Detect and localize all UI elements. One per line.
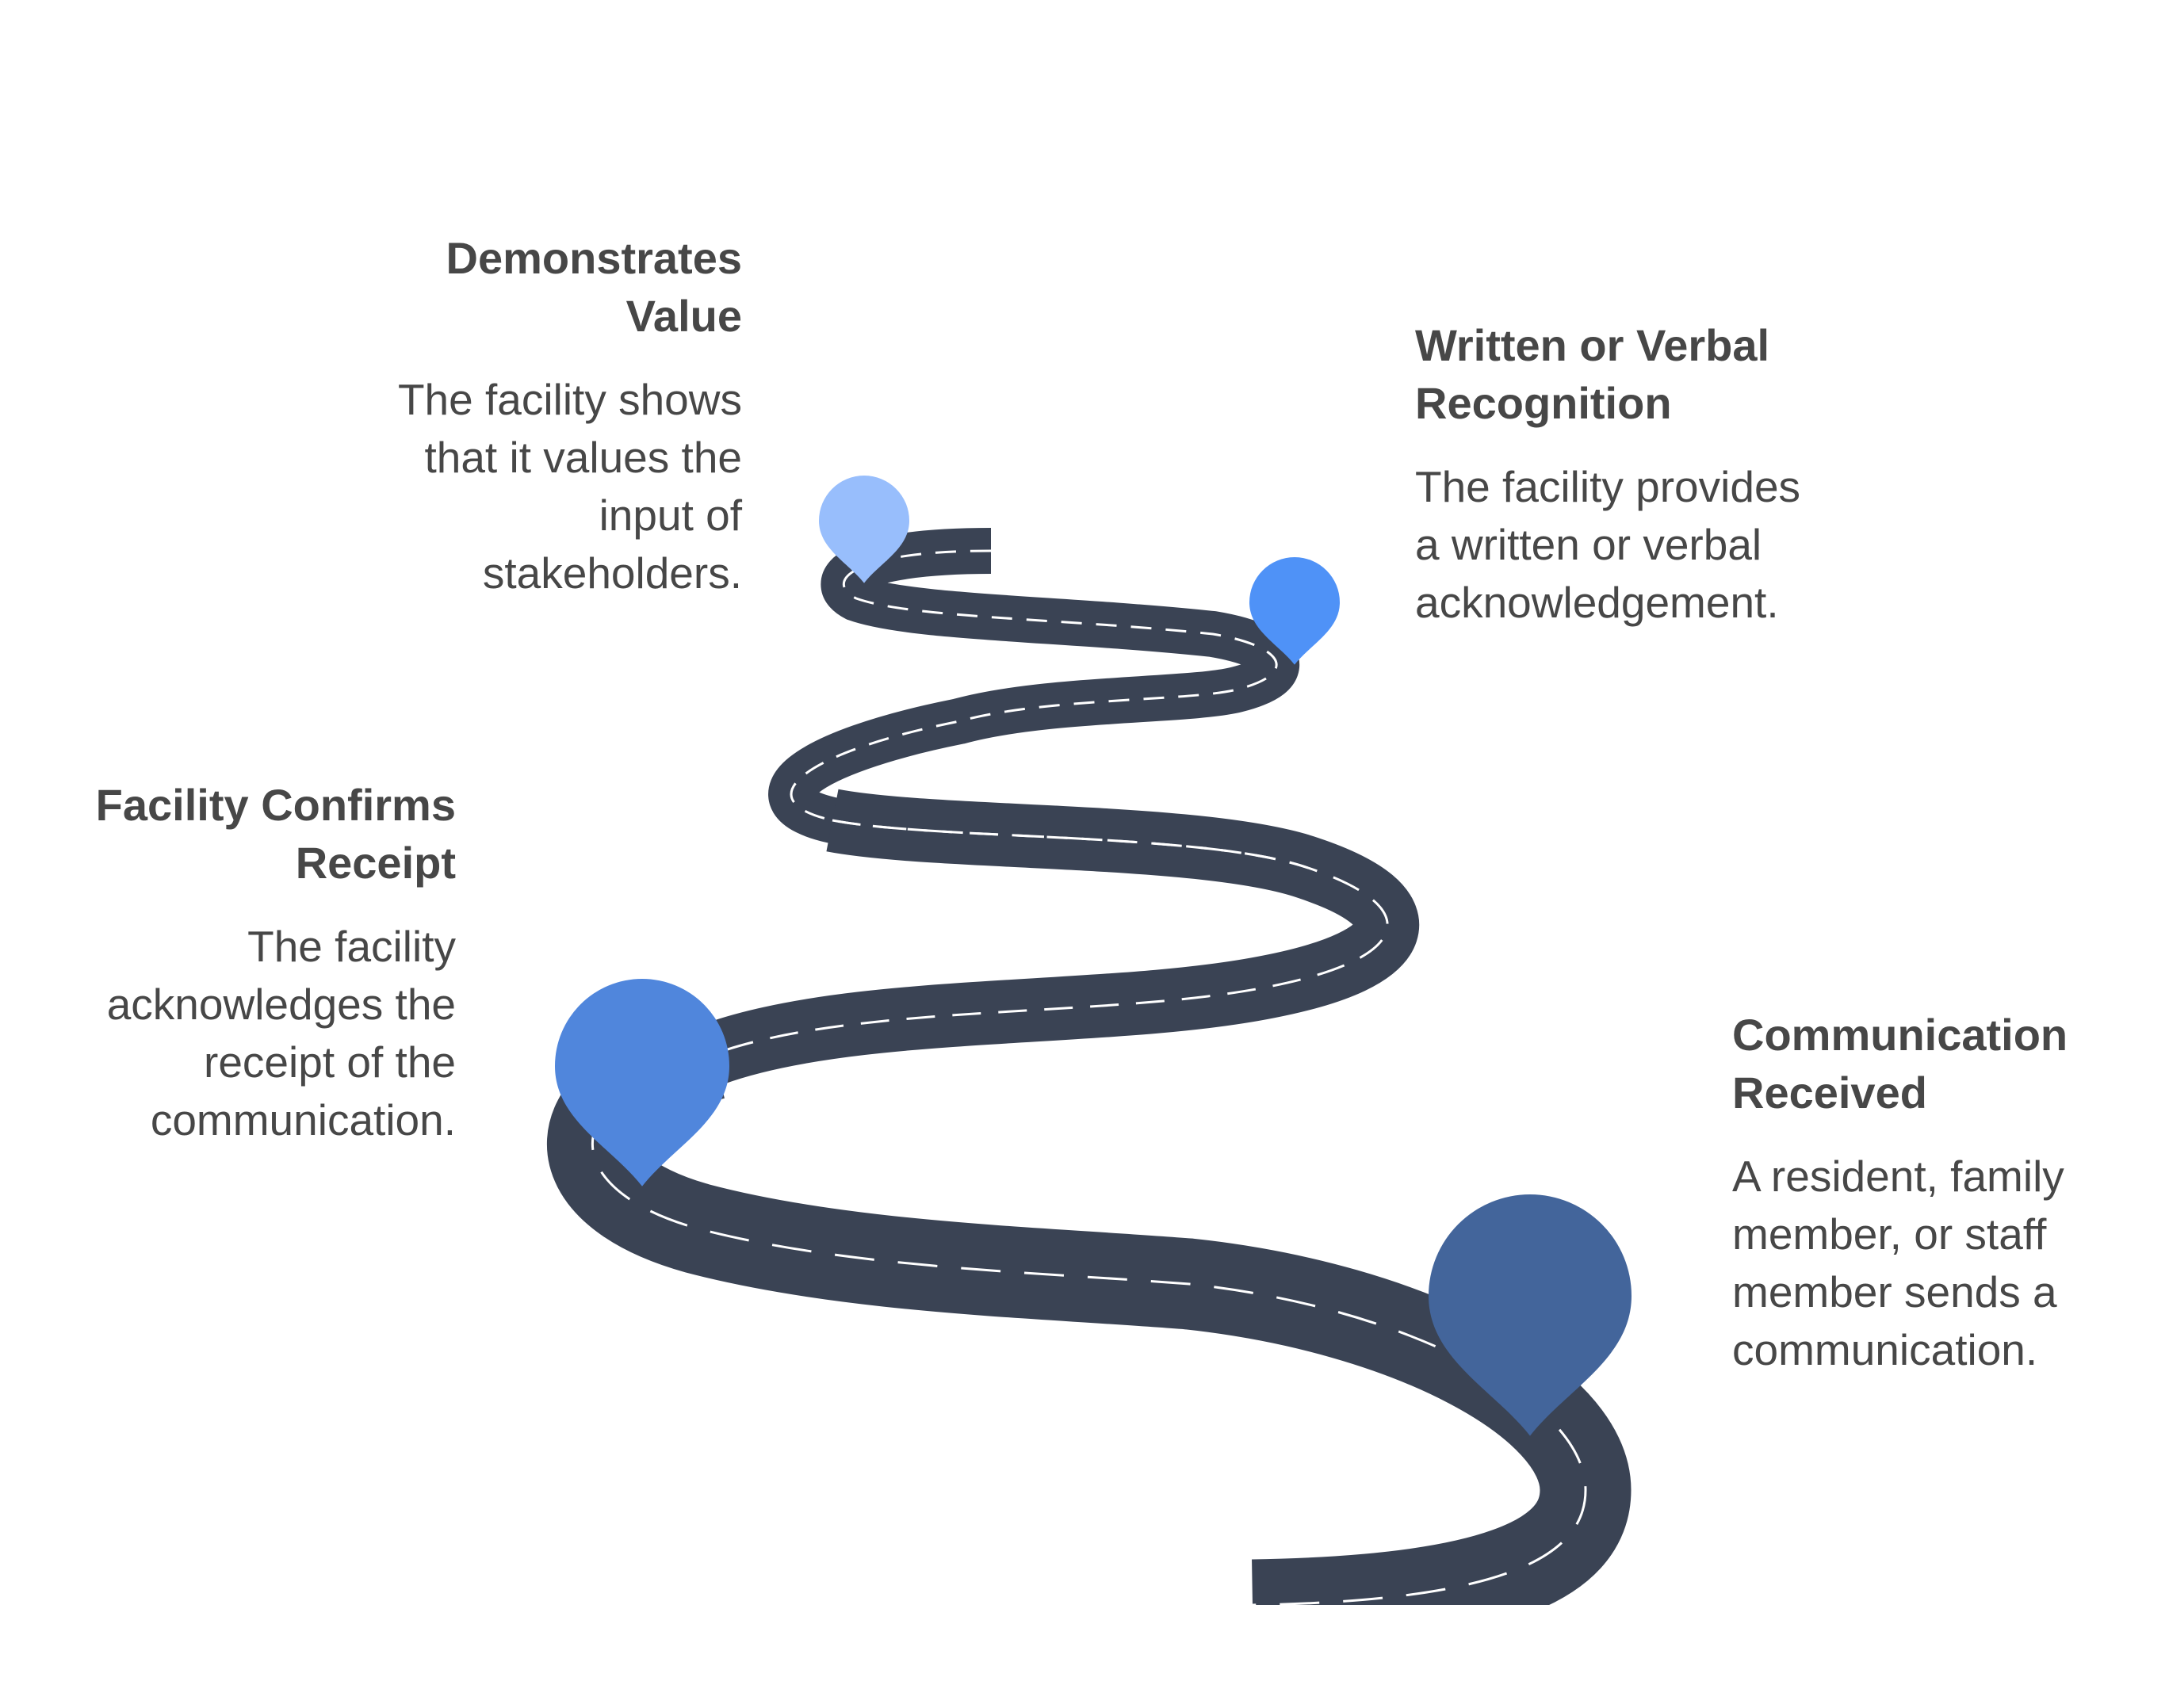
road-center-dash-far bbox=[790, 549, 1309, 869]
demonstrates-value-title: Value bbox=[626, 291, 742, 341]
facility-confirms-receipt-description: receipt of the bbox=[204, 1037, 456, 1087]
demonstrates-value-map-pin-icon bbox=[819, 476, 909, 583]
communication-received-title: Received bbox=[1732, 1068, 1927, 1118]
written-or-verbal-recognition-description: acknowledgement. bbox=[1415, 578, 1779, 627]
communication-received-description: communication. bbox=[1732, 1325, 2037, 1374]
demonstrates-value-description: The facility shows bbox=[398, 375, 742, 424]
communication-received-description: member sends a bbox=[1732, 1267, 2057, 1316]
communication-received-map-pin-icon bbox=[1429, 1194, 1632, 1436]
road-center-dash-near bbox=[591, 1053, 1587, 1607]
road-mid bbox=[702, 789, 1419, 1084]
facility-confirms-receipt-description: acknowledges the bbox=[107, 980, 456, 1029]
demonstrates-value-description: that it values the bbox=[424, 433, 742, 482]
winding-road-icon bbox=[547, 528, 1632, 1708]
demonstrates-value-description: stakeholders. bbox=[483, 548, 742, 598]
written-or-verbal-recognition-map-pin-icon bbox=[1249, 557, 1340, 665]
demonstrates-value-title: Demonstrates bbox=[446, 233, 742, 283]
facility-confirms-receipt-title: Receipt bbox=[296, 838, 456, 888]
facility-confirms-receipt-title: Facility Confirms bbox=[96, 780, 456, 830]
written-or-verbal-recognition-title: Written or Verbal bbox=[1415, 320, 1769, 370]
communication-received-title: Communication bbox=[1732, 1010, 2068, 1060]
facility-confirms-receipt-description: communication. bbox=[151, 1095, 456, 1144]
demonstrates-value-description: input of bbox=[599, 491, 743, 540]
written-or-verbal-recognition-description: a written or verbal bbox=[1415, 520, 1762, 569]
step-pins bbox=[555, 476, 1632, 1436]
facility-confirms-receipt-map-pin-icon bbox=[555, 979, 729, 1186]
facility-confirms-receipt-description: The facility bbox=[247, 922, 456, 971]
written-or-verbal-recognition-description: The facility provides bbox=[1415, 462, 1800, 511]
written-or-verbal-recognition-title: Recognition bbox=[1415, 378, 1672, 428]
road-center-dash-mid bbox=[713, 819, 1389, 1056]
communication-received-description: A resident, family bbox=[1732, 1152, 2064, 1201]
communication-received-description: member, or staff bbox=[1732, 1209, 2047, 1259]
